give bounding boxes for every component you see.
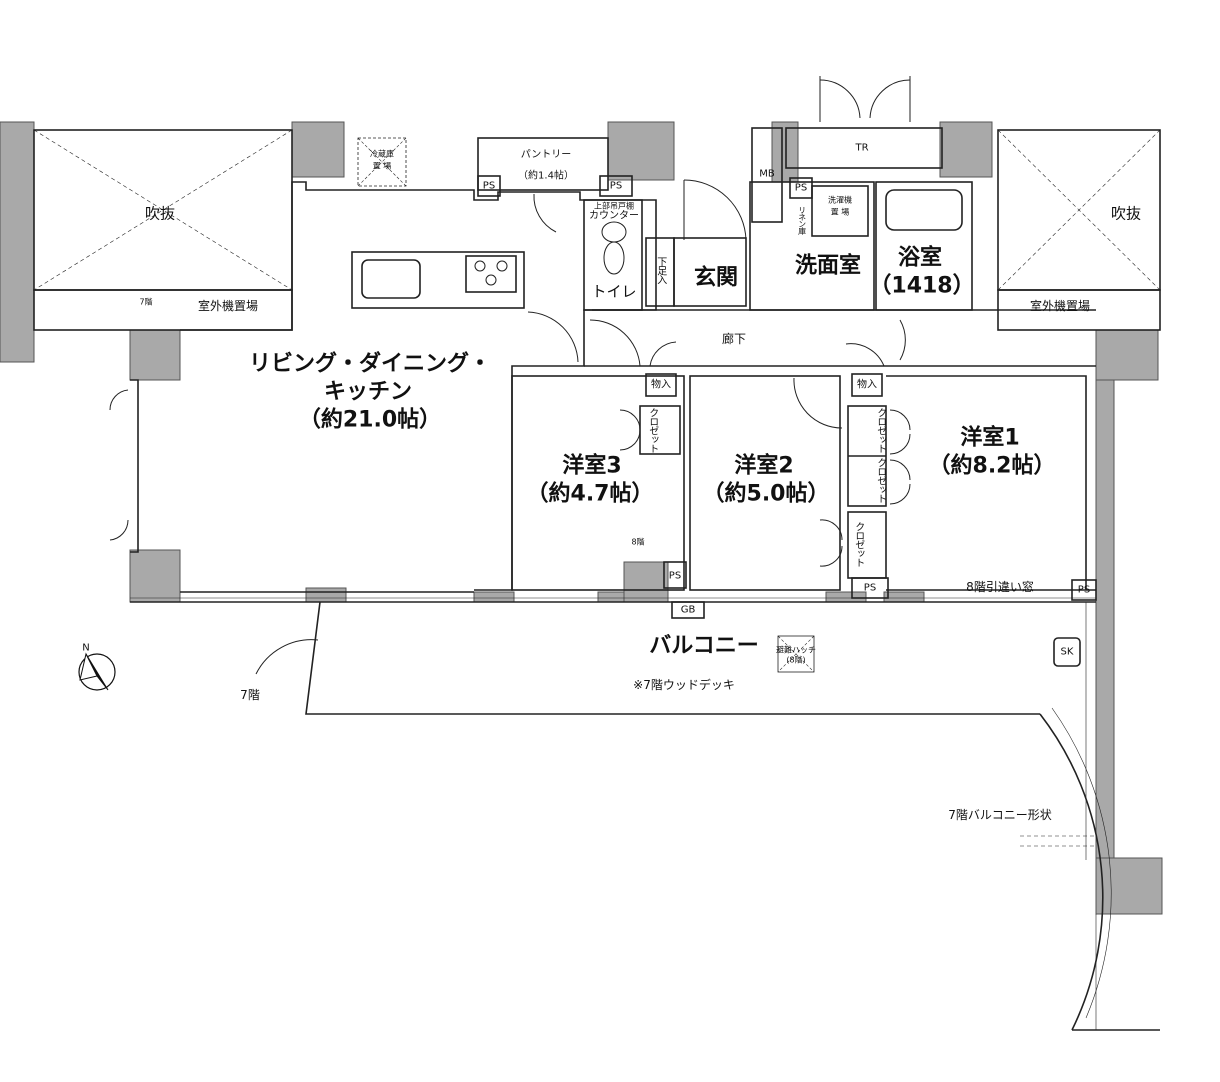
bath-size: （1418） [869, 273, 975, 299]
fridge-label-1: 冷蔵庫 [370, 149, 394, 159]
washroom-label: 洗面室 [794, 253, 862, 279]
room1-area: （約8.2帖） [928, 453, 1056, 479]
entrance-label: 玄関 [693, 265, 739, 291]
shoe-cabinet-label: 下足入 [654, 256, 666, 284]
hatch-label-2: (8階) [786, 655, 806, 665]
void-left-label: 吹抜 [144, 204, 176, 223]
room3-area: （約4.7帖） [526, 481, 654, 507]
pantry-label: パントリー [520, 149, 572, 161]
toilet-label: トイレ [591, 282, 637, 301]
ps-label-6: PS [1077, 584, 1091, 596]
room1-name: 洋室1 [960, 425, 1020, 451]
room2-area: （約5.0帖） [702, 481, 830, 507]
room2-name: 洋室2 [734, 453, 794, 479]
storage-label-room1: 物入 [857, 379, 877, 391]
balcony-label: バルコニー [649, 633, 759, 659]
mb-label: MB [759, 168, 775, 180]
closet-label-room1-a: クロゼット [874, 407, 886, 453]
fixtures [474, 221, 1096, 847]
ac-right-label: 室外機置場 [1029, 299, 1091, 314]
hallway-label: 廊下 [721, 332, 747, 347]
fridge-label-2: 置 場 [372, 161, 392, 171]
counter-label-1: 上部吊戸棚 [594, 201, 634, 211]
ps-label-4: PS [668, 570, 682, 582]
void-right-label: 吹抜 [1110, 204, 1142, 223]
linen-label: リネン庫 [797, 206, 807, 234]
ps-label-3: PS [794, 182, 808, 194]
ldk-label-line2: キッチン [323, 379, 413, 405]
interior-walls [33, 127, 1161, 1031]
ac-left-label: 室外機置場 [197, 299, 259, 314]
door-swings [109, 76, 911, 675]
bath-name: 浴室 [897, 245, 943, 271]
floor7-note: 7階 [240, 688, 260, 703]
closet-label-room2: クロゼット [852, 521, 864, 567]
sk-label: SK [1060, 646, 1074, 658]
wood-deck-note: ※7階ウッドデッキ [633, 678, 735, 693]
balcony-shape-note: 7階バルコニー形状 [948, 808, 1052, 823]
closet-label-room3: クロゼット [646, 407, 658, 453]
ps-label-2: PS [609, 180, 623, 192]
compass-rose [78, 652, 116, 691]
storage-label-room3: 物入 [651, 379, 671, 391]
ldk-area: （約21.0帖） [298, 407, 442, 433]
hatch-label-1: 避難ハッチ [776, 645, 816, 655]
washer-label-1: 洗濯機 [828, 195, 852, 205]
compass-north-label: N [82, 642, 90, 654]
ps-label-1: PS [482, 180, 496, 192]
sliding-window-note: 8階引違い窓 [966, 580, 1034, 595]
closet-label-room1-b: クロゼット [874, 457, 886, 503]
counter-label-2: カウンター [589, 210, 639, 222]
ldk-label-line1: リビング・ダイニング・ [248, 351, 492, 377]
room3-name: 洋室3 [562, 453, 622, 479]
floor8-note-small: 8階 [631, 537, 645, 547]
ps-label-5: PS [863, 582, 877, 594]
floor7-note-small: 7階 [139, 297, 153, 307]
structure-walls [0, 121, 1163, 915]
gb-label: GB [680, 604, 696, 616]
pantry-area: （約1.4帖） [518, 170, 574, 182]
tr-label: TR [855, 142, 869, 154]
washer-label-2: 置 場 [830, 207, 850, 217]
